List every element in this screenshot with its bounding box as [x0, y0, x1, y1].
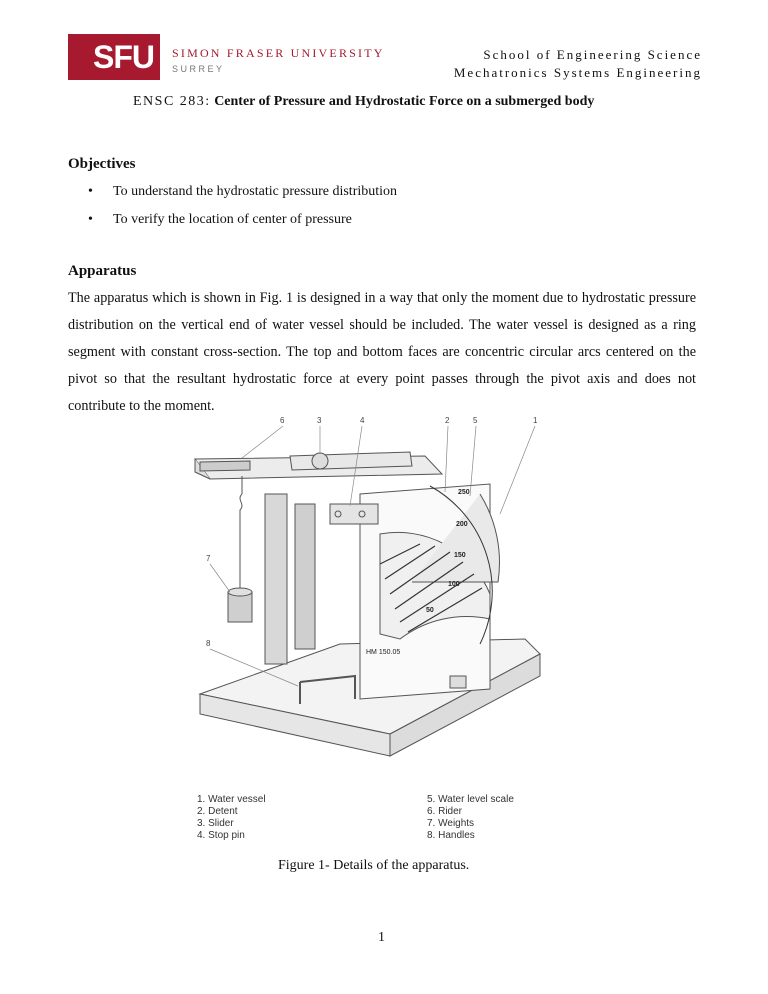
title-text: Center of Pressure and Hydrostatic Force… [214, 94, 595, 109]
objectives-list: •To understand the hydrostatic pressure … [68, 180, 397, 236]
objective-text: To verify the location of center of pres… [113, 212, 352, 227]
sfu-logo: SFU SIMON FRASER UNIVERSITY SURREY [68, 34, 382, 80]
logo-campus: SURREY [172, 64, 225, 74]
callout-6: 6 [280, 416, 285, 425]
callout-7: 7 [206, 554, 211, 563]
legend-right: 5. Water level scale 6. Rider 7. Weights… [427, 794, 514, 842]
legend-item: 8. Handles [427, 830, 475, 841]
header-program: Mechatronics Systems Engineering [453, 65, 702, 80]
list-item: •To verify the location of center of pre… [88, 212, 352, 227]
callout-8: 8 [206, 639, 211, 648]
scale-label-150: 150 [454, 552, 466, 559]
legend-item: 4. Stop pin [197, 830, 245, 841]
callout-1: 1 [533, 416, 538, 425]
legend-left: 1. Water vessel 2. Detent 3. Slider 4. S… [197, 794, 266, 842]
scale-label-200: 200 [456, 521, 468, 528]
document-title: ENSC 283: Center of Pressure and Hydrost… [133, 94, 594, 110]
list-item: •To understand the hydrostatic pressure … [88, 184, 398, 199]
course-code: ENSC 283: [133, 94, 211, 109]
legend-item: 6. Rider [427, 806, 463, 817]
logo-mark: SFU [68, 34, 160, 80]
callout-3: 3 [317, 416, 322, 425]
header-school: School of Engineering Science [483, 47, 702, 62]
figure-caption: Figure 1- Details of the apparatus. [278, 858, 470, 873]
scale-label-250: 250 [458, 489, 470, 496]
apparatus-drawing: 6 3 4 2 5 1 7 8 250 200 150 100 50 HM 15… [194, 416, 541, 757]
objective-text: To understand the hydrostatic pressure d… [113, 184, 398, 199]
legend-item: 7. Weights [427, 818, 475, 829]
scale-label-50: 50 [426, 607, 434, 614]
legend-item: 1. Water vessel [197, 794, 266, 805]
scale-label-100: 100 [448, 581, 460, 588]
plate-label: HM 150.05 [366, 649, 400, 656]
legend-item: 3. Slider [197, 818, 234, 829]
legend-item: 5. Water level scale [427, 794, 514, 805]
page-number: 1 [378, 930, 385, 945]
objectives-heading: Objectives [68, 156, 136, 172]
apparatus-paragraph: The apparatus which is shown in Fig. 1 i… [68, 290, 696, 414]
callout-4: 4 [360, 416, 365, 425]
legend-item: 2. Detent [197, 806, 238, 817]
callout-2: 2 [445, 416, 450, 425]
apparatus-figure: 6 3 4 2 5 1 7 8 250 200 150 100 50 HM 15… [180, 414, 560, 844]
header-department: School of Engineering Science Mechatroni… [454, 46, 702, 82]
callout-5: 5 [473, 416, 478, 425]
apparatus-heading: Apparatus [68, 263, 137, 279]
logo-university-name: SIMON FRASER UNIVERSITY [172, 46, 385, 60]
